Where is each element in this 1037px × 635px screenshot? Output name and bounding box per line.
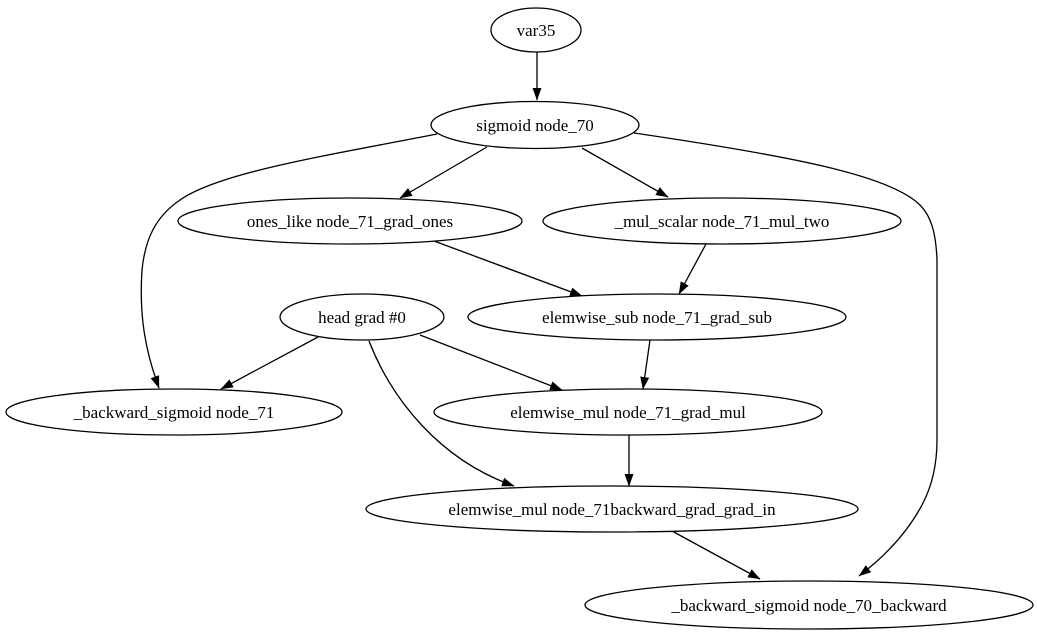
node-sigmoid-node-70: sigmoid node_70 xyxy=(430,100,640,150)
edge-sigmoid-node-70-to-mul-scalar-mul-two xyxy=(581,147,669,198)
node-mul-scalar-mul-two: _mul_scalar node_71_mul_two xyxy=(542,197,902,245)
edge-elemwise-sub-grad-sub-to-elemwise-mul-grad-mul xyxy=(640,339,651,390)
node-elemwise-sub-grad-sub: elemwise_sub node_71_grad_sub xyxy=(467,293,847,341)
node-head-grad-0-ellipse xyxy=(279,293,445,341)
node-elemwise-mul-grad-grad-in-ellipse xyxy=(365,485,859,533)
node-sigmoid-node-70-ellipse xyxy=(430,100,640,150)
node-ones-like-grad-ones-label: ones_like node_71_grad_ones xyxy=(247,212,453,231)
edge-elemwise-mul-grad-grad-in-to-backward-sigmoid-70-bw xyxy=(671,530,761,580)
node-backward-sigmoid-71-ellipse xyxy=(5,388,343,436)
node-mul-scalar-mul-two-label: _mul_scalar node_71_mul_two xyxy=(614,212,830,231)
node-backward-sigmoid-71-label: _backward_sigmoid node_71 xyxy=(73,403,275,422)
node-backward-sigmoid-70-bw-ellipse xyxy=(584,580,1034,630)
node-head-grad-0-label: head grad #0 xyxy=(318,308,406,327)
node-mul-scalar-mul-two-ellipse xyxy=(542,197,902,245)
edges-layer xyxy=(140,52,938,580)
node-var35: var35 xyxy=(490,7,582,53)
edge-sigmoid-node-70-to-ones-like-grad-ones xyxy=(399,146,488,199)
node-head-grad-0: head grad #0 xyxy=(279,293,445,341)
nodes-layer: var35 sigmoid node_70 ones_like node_71_gr… xyxy=(5,7,1034,630)
node-elemwise-mul-grad-mul-ellipse xyxy=(433,388,823,436)
edge-ones-like-grad-ones-to-elemwise-sub-grad-sub xyxy=(433,240,583,297)
node-elemwise-sub-grad-sub-label: elemwise_sub node_71_grad_sub xyxy=(542,308,772,327)
node-backward-sigmoid-70-bw: _backward_sigmoid node_70_backward xyxy=(584,580,1034,630)
node-ones-like-grad-ones-ellipse xyxy=(177,197,523,245)
node-ones-like-grad-ones: ones_like node_71_grad_ones xyxy=(177,197,523,245)
edge-head-grad-0-to-backward-sigmoid-71 xyxy=(220,336,319,390)
edge-sigmoid-node-70-to-backward-sigmoid-70-bw xyxy=(633,132,938,577)
node-elemwise-sub-grad-sub-ellipse xyxy=(467,293,847,341)
node-sigmoid-node-70-label: sigmoid node_70 xyxy=(476,116,594,135)
node-elemwise-mul-grad-mul-label: elemwise_mul node_71_grad_mul xyxy=(510,403,746,422)
edge-mul-scalar-mul-two-to-elemwise-sub-grad-sub xyxy=(678,243,707,295)
node-elemwise-mul-grad-grad-in: elemwise_mul node_71backward_grad_grad_i… xyxy=(365,485,859,533)
node-var35-label: var35 xyxy=(517,21,556,40)
node-backward-sigmoid-70-bw-label: _backward_sigmoid node_70_backward xyxy=(670,596,947,615)
edge-head-grad-0-to-elemwise-mul-grad-mul xyxy=(419,334,563,391)
node-var35-ellipse xyxy=(490,7,582,53)
node-backward-sigmoid-71: _backward_sigmoid node_71 xyxy=(5,388,343,436)
node-elemwise-mul-grad-mul: elemwise_mul node_71_grad_mul xyxy=(433,388,823,436)
node-elemwise-mul-grad-grad-in-label: elemwise_mul node_71backward_grad_grad_i… xyxy=(448,500,776,519)
edge-sigmoid-node-70-to-backward-sigmoid-71 xyxy=(140,133,438,389)
edge-head-grad-0-to-elemwise-mul-grad-grad-in xyxy=(368,340,515,487)
